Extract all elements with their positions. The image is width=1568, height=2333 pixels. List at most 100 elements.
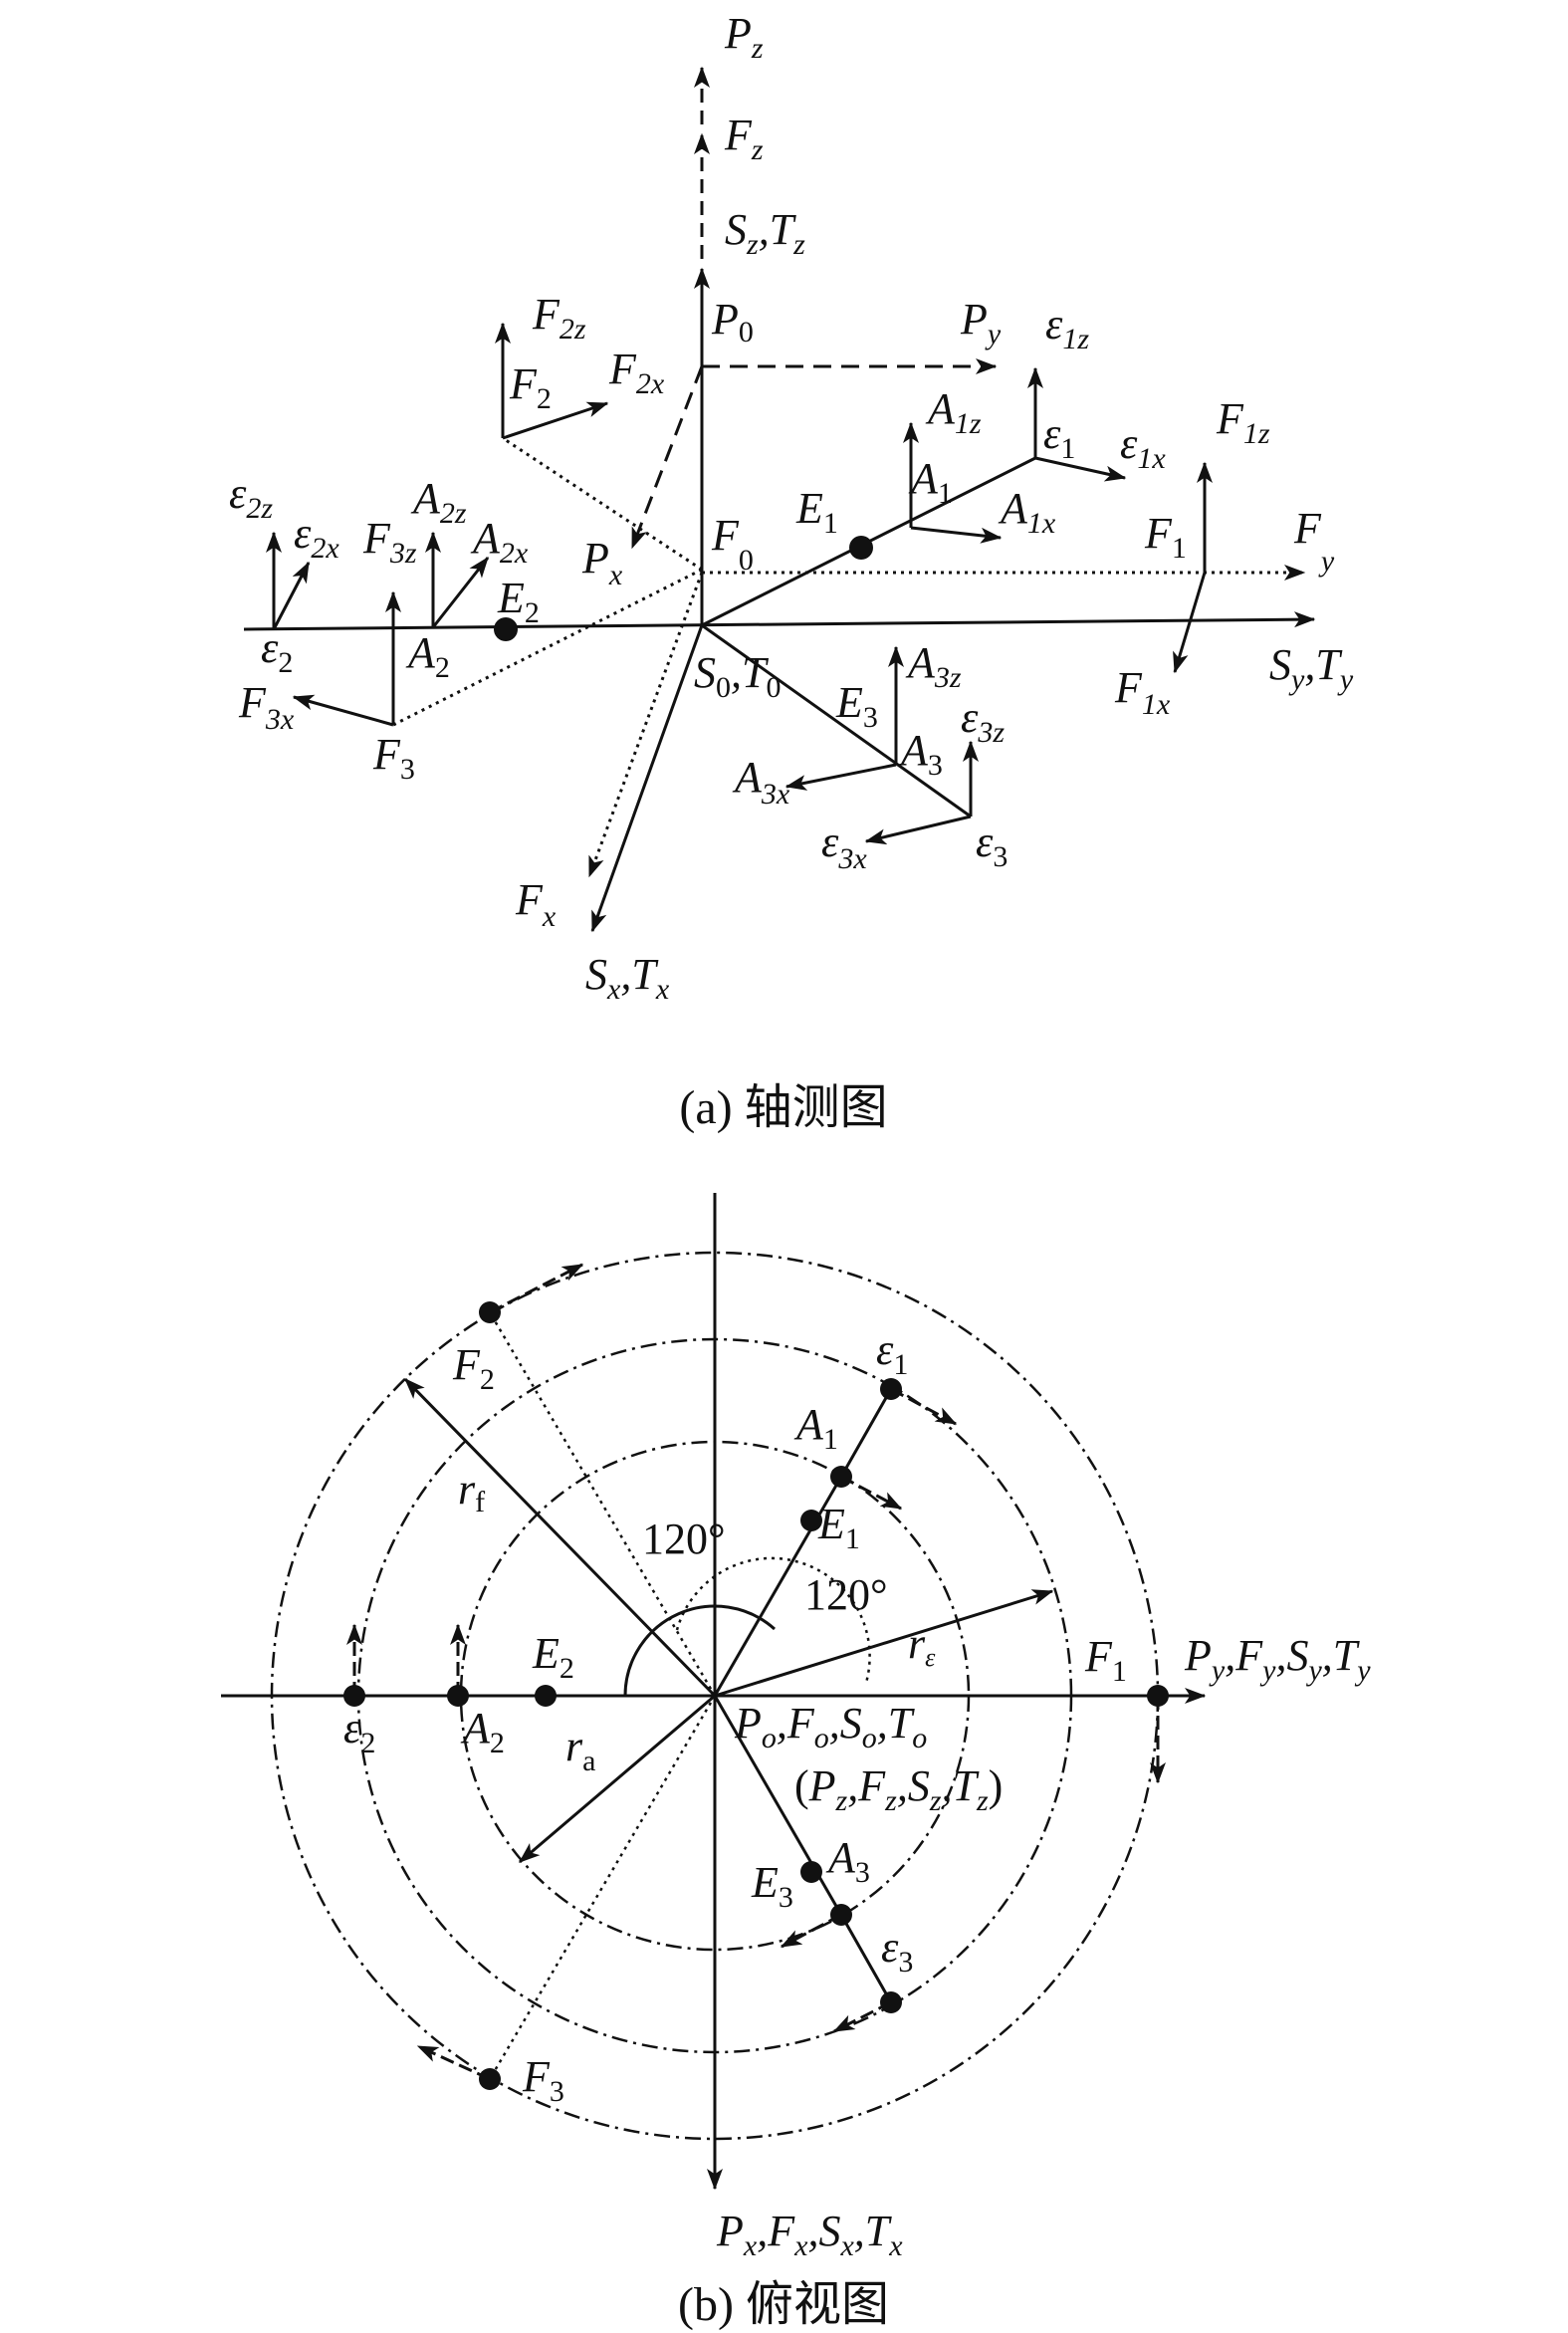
top-label-eps1: ε1 [876,1325,908,1381]
label-e2: E2 [497,574,540,629]
e1-dot [849,536,873,560]
label-e3: E3 [835,678,878,734]
label-a1z: A1z [925,384,982,440]
f2-tangent-arrow [489,1263,584,1314]
f1x-arrow [1173,572,1207,674]
label-eps1x: ε1x [1120,419,1166,475]
rf-arrow [403,1377,717,1698]
caption-a: (a) 轴测图 [679,1081,887,1134]
f2-dot [479,1301,501,1323]
label-fy: Fy [1293,504,1335,578]
top-view-dots [343,1301,1169,2090]
e2-dot-top [535,1685,557,1707]
dotted-f3-top [488,1695,717,2080]
a3-dot [830,1904,852,1926]
top-label-rf: rf [458,1465,485,1518]
top-label-bottom-axis: Px,Fx,Sx,Tx [716,2207,903,2262]
label-f0: F0 [711,511,754,577]
px-dashed-line [630,365,704,550]
label-f1z: F1z [1216,394,1270,450]
label-e1: E1 [795,484,838,540]
label-sx-tx: Sx,Tx [585,950,670,1006]
top-label-e3: E3 [751,1858,793,1914]
eps2-dot [343,1685,365,1707]
top-label-e2: E2 [532,1629,574,1685]
top-label-e1: E1 [817,1500,860,1555]
label-eps2x: ε2x [294,509,339,565]
f3-dot [479,2068,501,2090]
label-f3z: F3z [362,514,417,570]
a3x-arrow [784,763,897,791]
eps2x-arrow [272,561,311,630]
label-f2z: F2z [532,290,586,346]
sy-axis [243,611,1316,631]
label-sy-ty: Sy,Ty [1269,640,1354,696]
e3-dot-top [800,1861,822,1883]
f3-tangent-arrow [416,2044,491,2081]
label-f3x: F3x [238,678,295,736]
axonometric-labels: Pz Fz Sz,Tz P0 Py ε1z F2z F2 F2x A1z ε1 … [229,9,1354,1006]
label-eps1z: ε1z [1045,300,1089,355]
label-f1: F1 [1144,509,1187,565]
top-label-center-paren: (Pz,Fz,Sz,Tz) [794,1761,1003,1817]
label-a2: A2 [405,628,450,684]
label-a2z: A2z [410,474,467,530]
eps1-dot [880,1378,902,1400]
axonometric-dots [494,536,873,641]
top-label-f2: F2 [452,1340,495,1396]
label-eps3: ε3 [976,817,1008,873]
label-p0: P0 [711,295,754,349]
top-label-f1: F1 [1084,1632,1127,1688]
angle-arc-120-dotted [675,1556,871,1684]
top-label-a3: A3 [825,1833,870,1889]
ra-arrow [518,1694,716,1864]
arm-1-top [713,1476,843,1697]
angle-arc-120-solid [623,1604,776,1697]
a2x-arrow [431,556,490,628]
reps-arrow [714,1589,1054,1698]
arm-3-outer [839,1914,893,2003]
f1-dot [1147,1685,1169,1707]
label-a1: A1 [908,454,953,510]
dotted-f3 [392,568,703,727]
a3-tangent-arrow [780,1913,842,1949]
label-a2x: A2x [470,514,529,570]
label-f1x: F1x [1114,663,1171,721]
fx-dotted [587,572,704,878]
label-f2: F2 [509,359,552,415]
label-pz: Pz [724,9,764,65]
label-fz: Fz [724,111,764,166]
top-view [221,1193,1207,2191]
label-a3x: A3x [732,753,790,811]
a1x-arrow [910,526,1003,544]
label-eps2z: ε2z [229,469,273,525]
top-label-angle-2: 120° [804,1570,888,1619]
top-label-a2: A2 [460,1704,505,1759]
label-px: Px [581,534,623,591]
a2-dot [447,1685,469,1707]
a1-dot [830,1466,852,1488]
top-label-angle-1: 120° [642,1515,726,1563]
caption-b: (b) 俯视图 [678,2278,889,2331]
label-sz-tz: Sz,Tz [725,205,805,261]
f3x-arrow [292,694,394,727]
top-label-center: Po,Fo,So,To [734,1699,927,1754]
top-label-eps2: ε2 [343,1704,375,1759]
label-f3: F3 [372,730,415,786]
top-view-labels: ε1 F2 A1 rf E1 120° 120° rε F1 E2 Py,Fy,… [343,1325,1371,2262]
top-label-a1: A1 [793,1400,838,1456]
label-a3z: A3z [905,638,962,694]
e1-dot-top [800,1510,822,1531]
arm-3 [701,623,972,818]
eps3-dot [880,1991,902,2013]
label-eps1: ε1 [1043,409,1075,465]
sx-axis [590,624,704,933]
arm-1-outer [839,1388,893,1478]
eps1x-arrow [1034,456,1127,482]
eps3x-arrow [864,815,972,845]
label-a3: A3 [898,726,943,782]
label-eps2: ε2 [261,623,293,679]
top-label-f3: F3 [522,2052,564,2108]
top-label-right-axis: Py,Fy,Sy,Ty [1184,1631,1371,1687]
